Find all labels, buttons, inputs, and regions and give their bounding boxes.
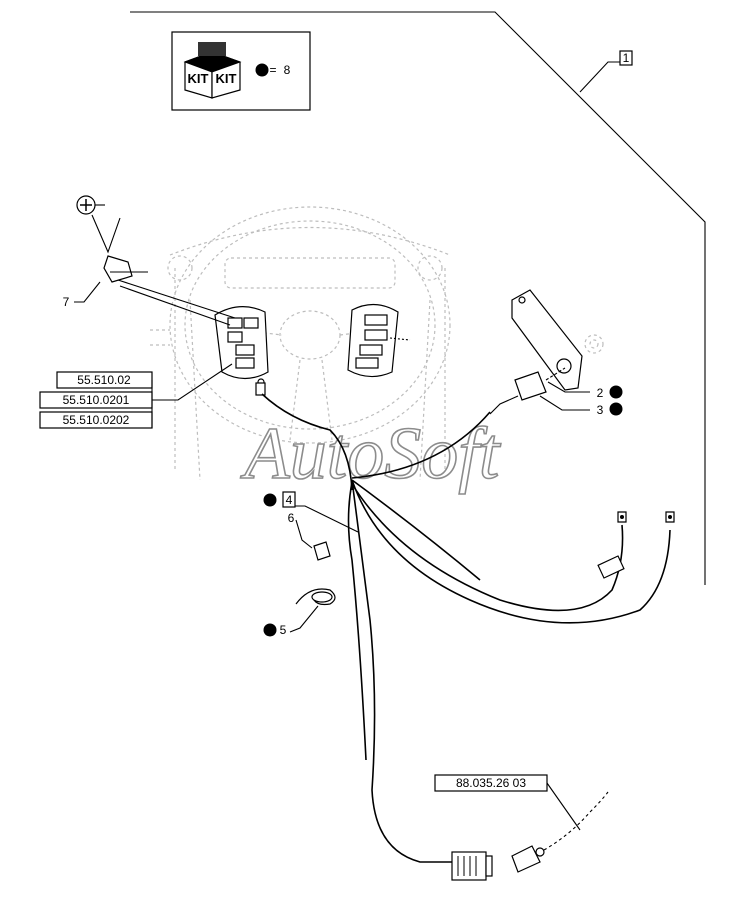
callout-3-label: 3 [597,403,604,417]
bullet-dot-icon [609,385,623,399]
kit-icon-text-right: KIT [216,71,237,86]
switch-item-7: 7 [63,195,236,326]
kit-box-icon: KIT KIT [183,42,242,99]
callout-1: 1 [579,50,633,93]
callout-5: 5 [263,588,336,637]
left-switch-panel [214,306,269,386]
watermark: AutoSoft [240,413,502,495]
assembly-boundary-line [130,11,706,585]
bullet-dot-icon [255,63,269,77]
reference-group-bottom: 88.035.26 03 [434,774,581,831]
bracket-plate [511,289,583,391]
kit-legend: KIT KIT = 8 [171,31,311,111]
bullet-dot-icon [263,623,277,637]
harness-connector [451,851,493,881]
inline-fuse-holder [597,555,625,579]
steering-wheel-ghost [150,206,451,481]
bullet-dot-icon [609,402,623,416]
ring-terminal-right [665,511,675,523]
callout-1-label: 1 [623,51,630,65]
kit-icon-text-left: KIT [188,71,209,86]
callout-2: 2 [547,381,623,400]
ring-terminal-left [617,511,627,523]
callout-6: 6 [288,511,331,561]
kit-legend-number: 8 [284,63,291,77]
right-switch-panel [347,303,411,378]
bullet-dot-icon [263,493,277,507]
reference-label-4: 88.035.26 03 [456,776,526,790]
callout-5-label: 5 [280,623,287,637]
reference-group-left: 55.510.02 55.510.0201 55.510.0202 [39,363,233,429]
nut-ghost [584,334,604,354]
callout-2-label: 2 [597,386,604,400]
screw-symbol-icon [76,195,105,215]
reference-label-2: 55.510.0201 [63,393,130,407]
callout-3: 3 [539,395,623,417]
mating-connector [511,791,609,873]
callout-4: 4 [263,491,359,533]
callout-6-label: 6 [288,511,295,525]
reference-label-3: 55.510.0202 [63,413,130,427]
ignition-switch [489,367,566,415]
callout-7-label: 7 [63,295,70,309]
callout-4-label: 4 [286,493,293,507]
reference-label-1: 55.510.02 [77,373,131,387]
kit-legend-equals: = [269,63,276,77]
